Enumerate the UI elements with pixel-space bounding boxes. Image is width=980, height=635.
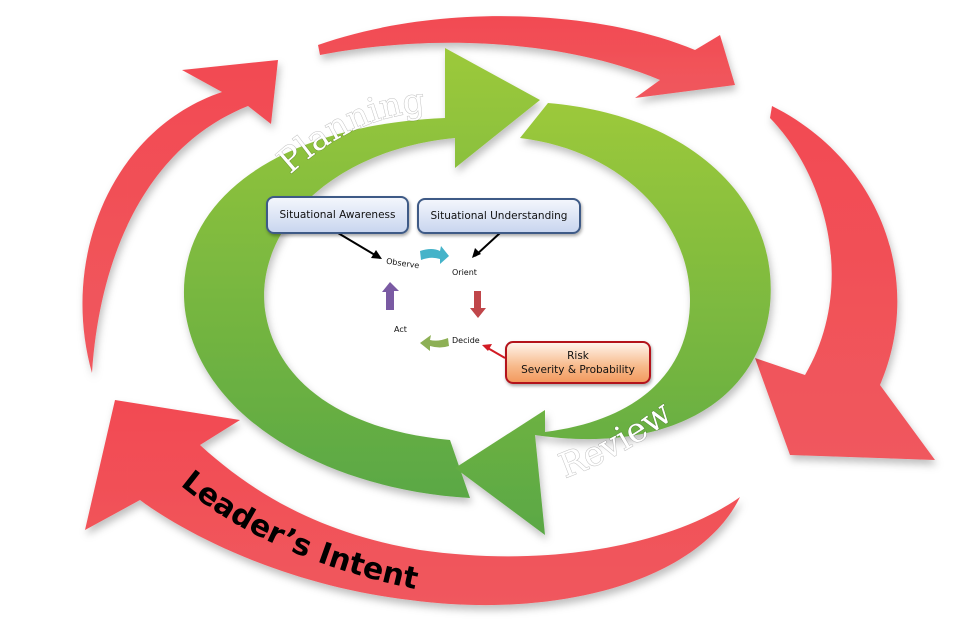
inner-green-arrows	[183, 48, 771, 535]
situational-understanding-box: Situational Understanding	[417, 198, 581, 234]
decide-label: Decide	[452, 336, 480, 345]
awareness-to-observe-arrow	[337, 232, 381, 259]
situational-awareness-text: Situational Awareness	[279, 209, 396, 221]
red-arrow-bottom	[85, 400, 740, 606]
arrowhead-icon	[472, 248, 481, 258]
observe-to-orient-arrow-icon	[420, 246, 449, 264]
risk-title: Risk	[567, 349, 589, 362]
risk-subtitle: Severity & Probability	[521, 363, 635, 376]
risk-box: Risk Severity & Probability	[505, 341, 651, 384]
arrowhead-icon	[482, 344, 492, 351]
situational-understanding-text: Situational Understanding	[430, 210, 568, 222]
red-arrow-top	[318, 16, 735, 98]
red-arrow-top-left	[82, 60, 278, 373]
red-arrow-right	[755, 106, 935, 460]
green-arrow-planning	[183, 48, 541, 498]
ooda-loop-arrows	[382, 246, 486, 351]
arrowhead-icon	[371, 250, 382, 259]
outer-red-arrows	[82, 16, 935, 606]
act-to-observe-arrow-icon	[382, 282, 399, 310]
act-label: Act	[394, 325, 407, 334]
orient-label: Orient	[452, 268, 477, 277]
situational-awareness-box: Situational Awareness	[266, 196, 409, 234]
decide-to-act-arrow-icon	[420, 335, 449, 351]
connector-arrows	[337, 232, 506, 359]
green-arrow-review	[455, 103, 771, 535]
orient-to-decide-arrow-icon	[470, 291, 486, 318]
